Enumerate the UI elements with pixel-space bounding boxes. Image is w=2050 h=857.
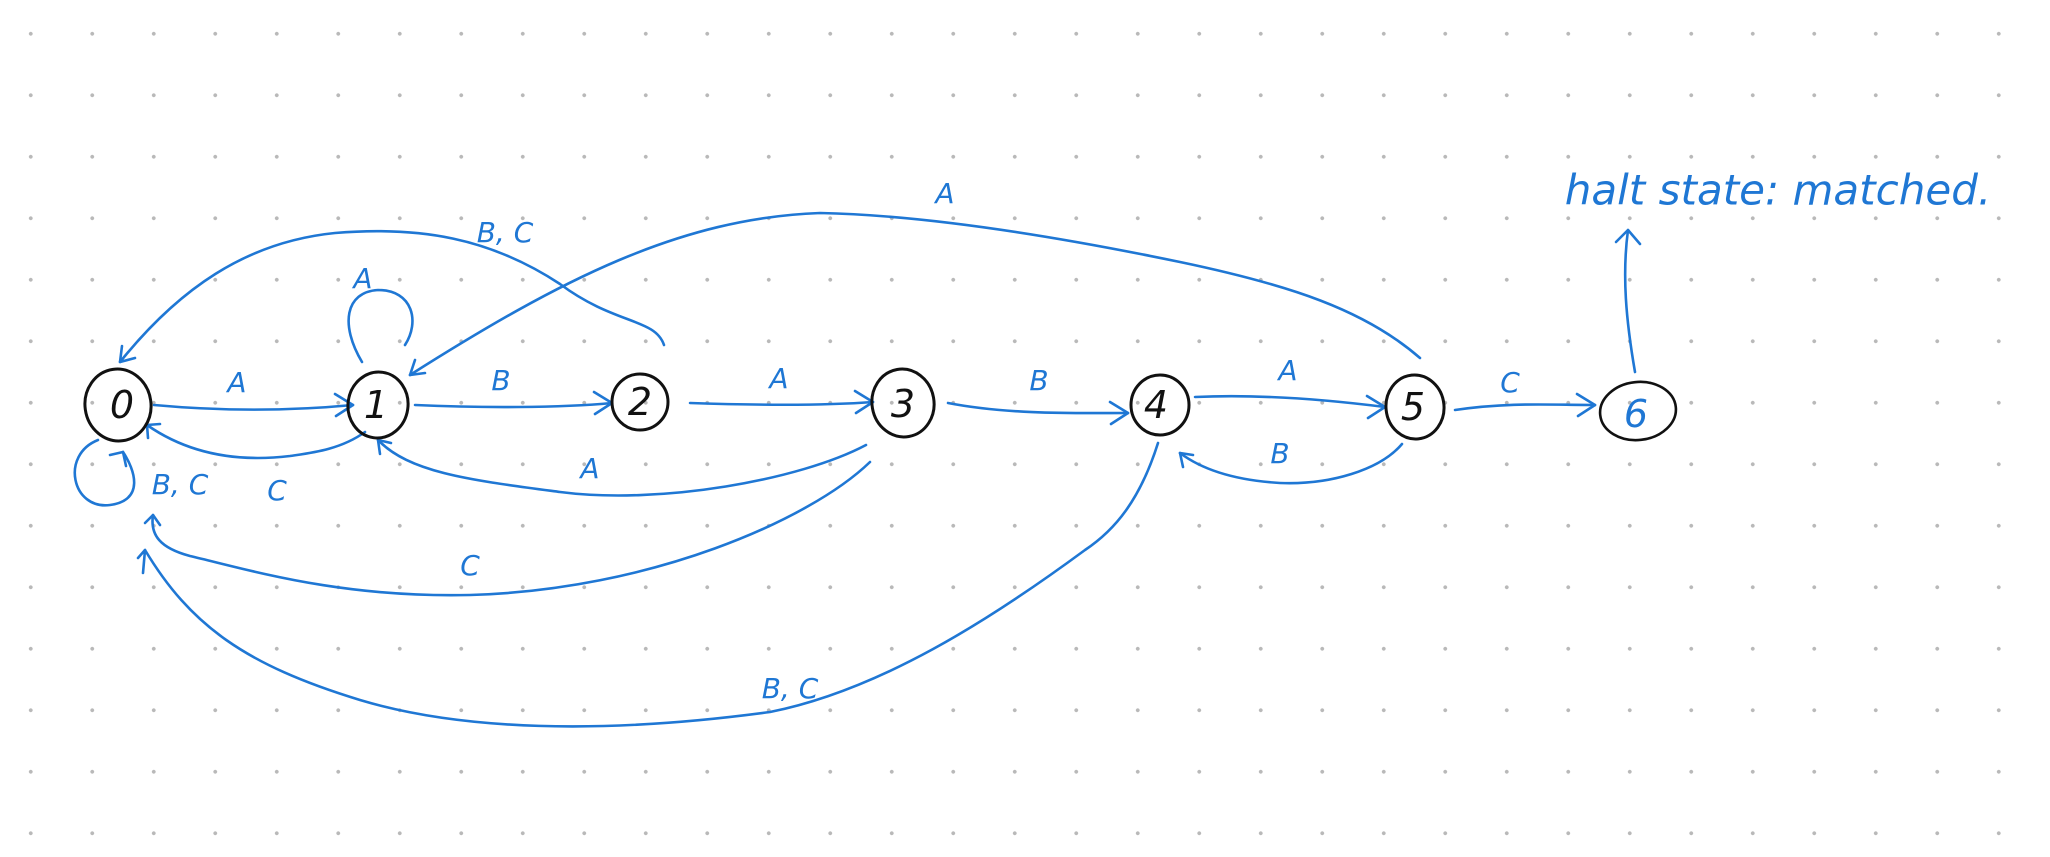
edge-label-2-3: A [767,362,788,395]
edge-label-5-1: A [933,177,954,210]
edge-label-1-0: C [267,474,287,507]
state-nodes: 0 1 2 3 4 5 6 [80,364,1679,445]
state-node-2[interactable]: 2 [610,372,670,432]
edge-4-to-0 [136,441,1160,728]
edge-1-to-2 [413,390,614,416]
state-node-6[interactable]: 6 [1597,378,1679,444]
state-node-3[interactable]: 3 [867,364,940,442]
edge-label-1-2: B [491,364,510,397]
edge-3-to-4 [946,400,1130,426]
edge-label-4-0: B, C [762,672,819,705]
state-node-0[interactable]: 0 [80,365,155,445]
state-label-3: 3 [891,382,915,426]
state-label-2: 2 [628,380,652,424]
state-node-5[interactable]: 5 [1383,372,1447,442]
transition-edges [73,211,1642,728]
edge-label-3-4: B [1029,364,1048,397]
edge-label-3-0: C [460,549,480,582]
edge-0-to-1 [152,392,355,418]
edge-label-0-self: B, C [152,468,209,501]
edge-label-5-4: B [1270,437,1289,470]
edge-3-to-0 [143,460,872,597]
edge-label-0-1: A [225,366,246,399]
state-label-4: 4 [1144,383,1168,427]
halt-state-note: halt state: matched. [1565,166,1991,215]
state-label-5: 5 [1401,385,1425,429]
state-label-0: 0 [110,383,134,427]
transition-labels: A B, C A B C A B, C B A C A B, C C B A [152,177,1521,705]
state-node-1[interactable]: 1 [344,368,413,442]
edge-2-to-0 [118,229,666,364]
state-node-4[interactable]: 4 [1129,373,1191,437]
edge-1-to-0 [145,422,367,460]
state-label-6: 6 [1624,392,1648,436]
edge-6-to-halt-note [1614,228,1642,374]
edge-1-self-loop [347,288,414,364]
edge-5-to-4 [1178,442,1404,485]
edge-3-to-1 [376,438,868,497]
state-label-1: 1 [364,383,388,427]
edge-4-to-5 [1193,394,1387,420]
edge-5-to-6 [1453,392,1597,418]
edge-0-self-loop [73,438,136,507]
edge-label-3-1: A [578,452,599,485]
edge-label-5-6: C [1500,366,1520,399]
edge-label-2-0: B, C [477,216,534,249]
edge-label-1-self: A [351,262,372,295]
edge-label-4-5: A [1276,354,1297,387]
edge-5-to-1 [408,211,1422,377]
